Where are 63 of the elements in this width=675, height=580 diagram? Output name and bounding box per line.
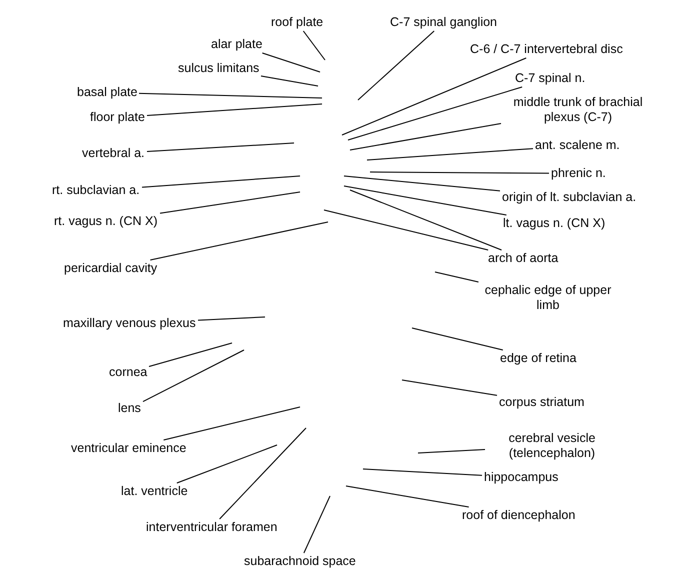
label-text: lens	[118, 400, 141, 416]
label-text: hippocampus	[484, 470, 558, 484]
label-text: ventricular eminence	[71, 440, 186, 456]
leader-line	[358, 30, 435, 100]
label-text: origin of lt. subclavian a.	[502, 190, 636, 204]
label-text: arch of aorta	[488, 250, 558, 266]
label-text: C-7 spinal ganglion	[390, 14, 498, 30]
leader-line	[346, 486, 470, 508]
leader-line	[160, 192, 300, 214]
leader-line	[302, 30, 326, 60]
leader-line	[344, 186, 507, 216]
label-text: middle trunk of brachial plexus (C-7)	[503, 95, 653, 125]
leader-line	[418, 449, 486, 454]
leader-line	[370, 172, 550, 174]
leader-line	[402, 380, 498, 396]
leader-line	[348, 86, 523, 140]
leader-line	[350, 123, 502, 150]
leader-line	[142, 176, 300, 188]
label-text: phrenic n.	[551, 166, 606, 180]
label-text: roof of diencephalon	[462, 508, 576, 522]
label-text: lt. vagus n. (CN X)	[503, 216, 606, 230]
leader-line	[350, 190, 502, 250]
label-text: alar plate	[211, 36, 262, 52]
leader-line	[260, 75, 318, 86]
leader-line	[366, 148, 534, 160]
label-text: C-7 spinal n.	[515, 70, 586, 86]
label-text: interventricular foramen	[146, 520, 278, 534]
label-text: cornea	[109, 364, 148, 380]
label-text: basal plate	[77, 84, 138, 100]
leader-line	[303, 496, 330, 554]
label-text: maxillary venous plexus	[63, 316, 196, 330]
label-text: rt. subclavian a.	[52, 182, 140, 198]
label-text: floor plate	[90, 110, 145, 124]
label-text: ant. scalene m.	[535, 138, 620, 152]
leader-line	[176, 444, 278, 484]
leader-line	[342, 58, 527, 136]
leader-line	[150, 222, 328, 260]
leader-line	[324, 210, 489, 250]
label-text: C-6 / C-7 intervertebral disc	[470, 42, 623, 56]
leader-line	[163, 406, 300, 440]
leader-line	[198, 316, 266, 321]
leader-line	[146, 142, 294, 152]
leader-line	[344, 176, 500, 192]
leader-line	[148, 342, 232, 368]
leader-line	[412, 328, 504, 350]
leader-line	[262, 52, 320, 72]
label-text: rt. vagus n. (CN X)	[54, 214, 158, 228]
leader-line	[138, 92, 322, 98]
label-text: vertebral a.	[82, 146, 145, 160]
label-text: corpus striatum	[499, 394, 584, 410]
leader-line	[146, 104, 322, 116]
leader-line	[434, 272, 479, 282]
label-text: roof plate	[271, 14, 324, 30]
label-text: cephalic edge of upper limb	[478, 283, 618, 313]
label-text: lat. ventricle	[121, 484, 188, 498]
label-text: subarachnoid space	[244, 554, 356, 568]
leader-line	[362, 468, 482, 476]
label-text: cerebral vesicle (telencephalon)	[487, 431, 617, 461]
leader-line	[219, 428, 306, 520]
leader-line	[142, 350, 244, 402]
label-text: edge of retina	[500, 350, 576, 366]
label-text: sulcus limitans	[178, 60, 260, 76]
label-text: pericardial cavity	[64, 260, 158, 276]
